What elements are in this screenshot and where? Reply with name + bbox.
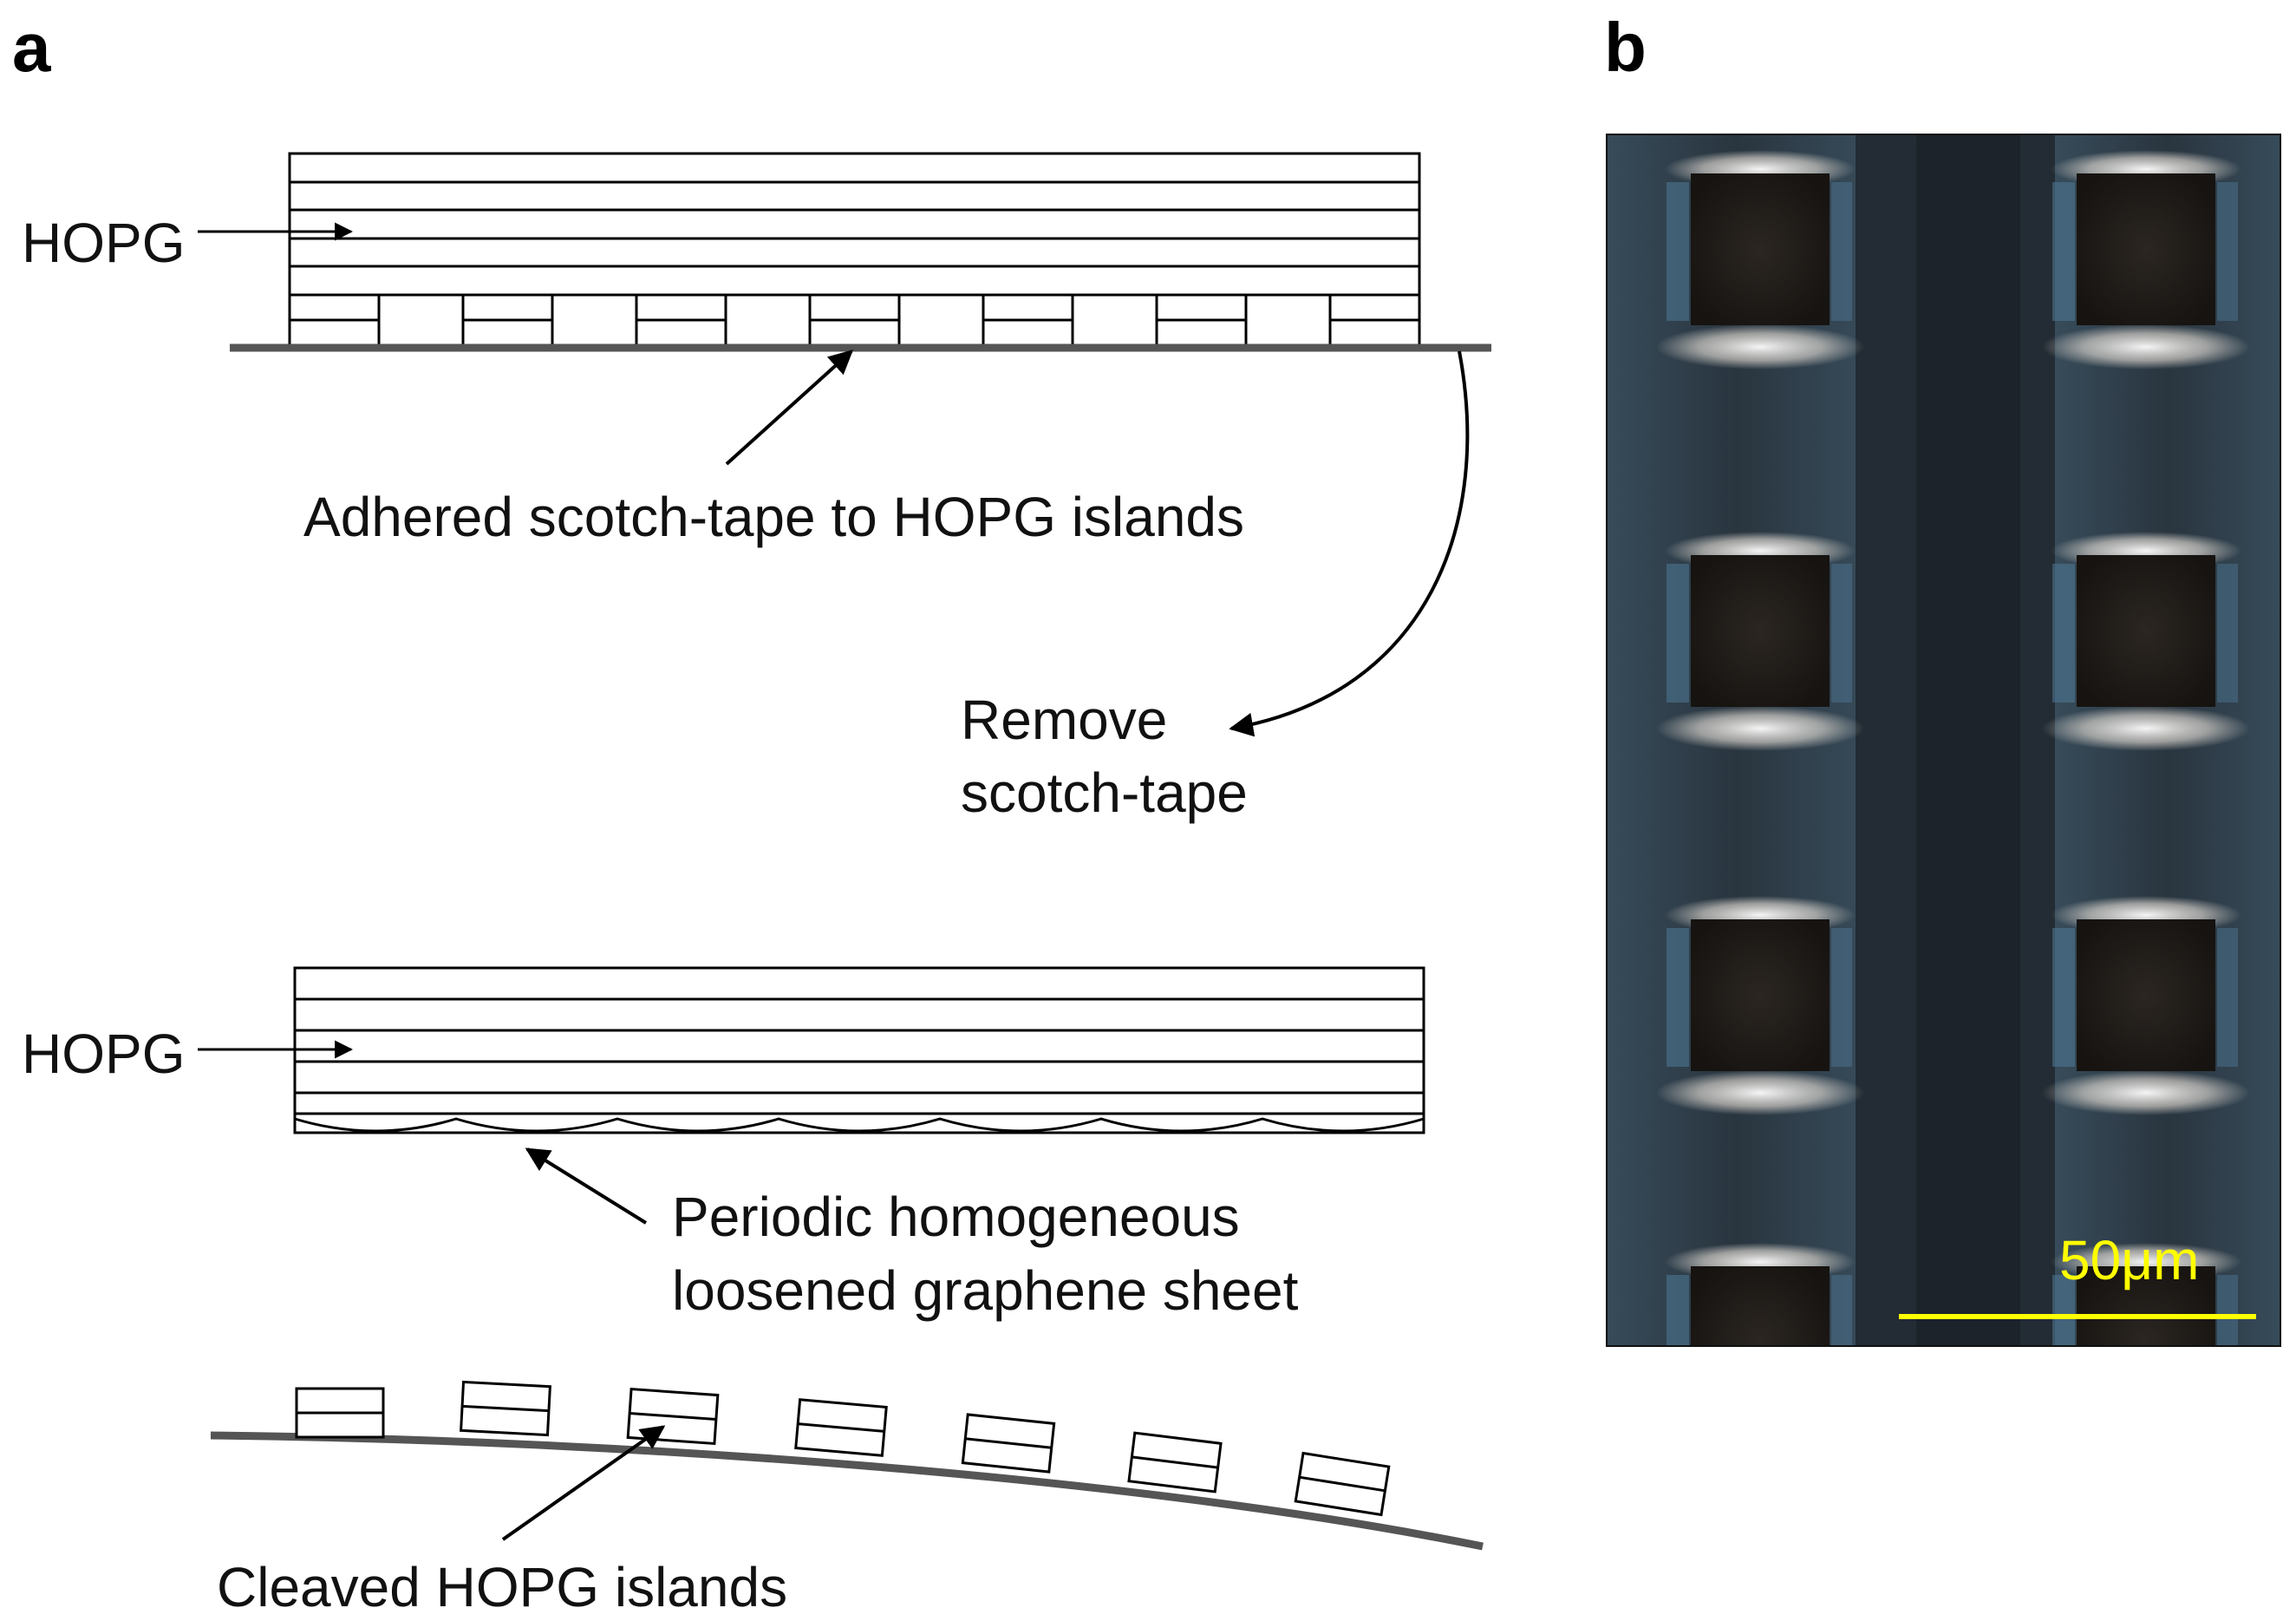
- pit-glow-bottom: [1656, 1070, 1864, 1115]
- loosened-graphene-sheet: [294, 1117, 1425, 1133]
- pit-glow-bottom: [2042, 706, 2250, 751]
- pit-square: [2077, 919, 2215, 1071]
- panel-a: a HOPG Adhered scotch-tape to HOPG islan…: [12, 9, 1491, 1618]
- cleaved-island: [626, 1387, 720, 1446]
- pit-square: [1691, 919, 1830, 1071]
- cleaved-island: [794, 1398, 888, 1457]
- pit-edge-right: [2217, 1275, 2238, 1346]
- pit-glow-bottom: [1656, 1417, 1864, 1462]
- islands-callout-arrow: [501, 1425, 666, 1541]
- cleaved-island: [295, 1387, 385, 1439]
- pit-edge-right: [2217, 928, 2238, 1067]
- optical-micrograph: 50μm: [1607, 134, 2280, 1462]
- island-layer-line: [965, 1437, 1052, 1449]
- island-layer-line: [798, 1422, 884, 1433]
- cleaved-island: [961, 1413, 1056, 1474]
- pit-square: [1691, 173, 1830, 325]
- micrograph-pit: [2042, 1243, 2250, 1462]
- micrograph-frame: [1606, 134, 2281, 1347]
- remove-tape-arrow: [1229, 350, 1470, 737]
- island-layer-line: [629, 1412, 716, 1421]
- sheet-callout-arrow: [525, 1147, 648, 1225]
- hopg-island: [982, 293, 1074, 347]
- pit-edge-left: [1667, 1275, 1689, 1346]
- pit-edge-left: [2052, 564, 2075, 703]
- micrograph-pit: [1656, 532, 1864, 751]
- pit-glow-bottom: [2042, 324, 2250, 369]
- hopg-island: [1328, 293, 1421, 347]
- pit-square: [2077, 1266, 2215, 1346]
- hopg-label-middle: HOPG: [22, 1023, 185, 1085]
- hopg-stack-middle: [293, 966, 1425, 1134]
- pit-edge-right: [1831, 182, 1852, 321]
- remove-label-line1: Remove: [961, 689, 1167, 751]
- hopg-island: [1155, 293, 1248, 347]
- pit-square: [2077, 555, 2215, 707]
- hopg-island: [635, 293, 727, 347]
- pit-glow-bottom: [1656, 706, 1864, 751]
- pit-edge-left: [2052, 928, 2075, 1067]
- tape-callout-arrow: [725, 350, 854, 466]
- islands-label: Cleaved HOPG islands: [217, 1556, 787, 1618]
- cleaved-island: [460, 1380, 551, 1437]
- micrograph-pit: [1656, 1243, 1864, 1462]
- pit-edge-right: [1831, 564, 1852, 703]
- pit-edge-left: [1667, 928, 1689, 1067]
- micrograph-pits: [1656, 150, 2250, 1462]
- tape-callout-label: Adhered scotch-tape to HOPG islands: [303, 486, 1244, 548]
- micrograph-pit: [1656, 896, 1864, 1115]
- sheet-label-line1: Periodic homogeneous: [672, 1186, 1240, 1248]
- pit-edge-right: [1831, 928, 1852, 1067]
- removed-scotch-tape: [210, 1431, 1484, 1551]
- middle-hopg-diagram: HOPG Periodic homogeneous loosened graph…: [22, 966, 1425, 1322]
- pit-square: [2077, 173, 2215, 325]
- panel-b: b 50μm: [1604, 9, 2281, 1462]
- bottom-cleaved-diagram: Cleaved HOPG islands: [210, 1380, 1484, 1618]
- hopg-island: [461, 293, 554, 347]
- cleaved-island: [1127, 1431, 1223, 1494]
- panel-b-label: b: [1604, 9, 1647, 86]
- micrograph-pit: [2042, 150, 2250, 369]
- hopg-islands-top: [288, 293, 1421, 347]
- hopg-label-top: HOPG: [22, 212, 185, 274]
- scale-bar-label: 50μm: [2059, 1229, 2199, 1291]
- sheet-label-line2: loosened graphene sheet: [672, 1259, 1299, 1322]
- micrograph-pit: [1656, 150, 1864, 369]
- pit-glow-bottom: [2042, 1070, 2250, 1115]
- pit-glow-bottom: [2042, 1417, 2250, 1462]
- pit-glow-bottom: [1656, 324, 1864, 369]
- hopg-island: [808, 293, 901, 347]
- pit-edge-right: [2217, 564, 2238, 703]
- micrograph-center-shadow: [1916, 134, 2020, 1346]
- pit-edge-left: [1667, 564, 1689, 703]
- island-layer-line: [461, 1404, 550, 1413]
- pit-edge-left: [2052, 1275, 2075, 1346]
- cleaved-hopg-islands: [295, 1380, 1391, 1517]
- micrograph-pit: [2042, 896, 2250, 1115]
- pit-edge-left: [1667, 182, 1689, 321]
- remove-label-line2: scotch-tape: [961, 761, 1248, 824]
- pit-edge-right: [2217, 182, 2238, 321]
- panel-a-label: a: [12, 9, 51, 86]
- cleaved-island: [1294, 1451, 1391, 1517]
- pit-square: [1691, 555, 1830, 707]
- top-hopg-diagram: HOPG Adhered scotch-tape to HOPG islands…: [22, 152, 1491, 824]
- hopg-island: [288, 293, 381, 347]
- pit-edge-left: [2052, 182, 2075, 321]
- micrograph-pit: [2042, 532, 2250, 751]
- pit-edge-right: [1831, 1275, 1852, 1346]
- island-layer-line: [1132, 1455, 1218, 1469]
- island-layer-line: [1299, 1475, 1386, 1493]
- pit-square: [1691, 1266, 1830, 1346]
- hopg-stack-top: [288, 152, 1421, 297]
